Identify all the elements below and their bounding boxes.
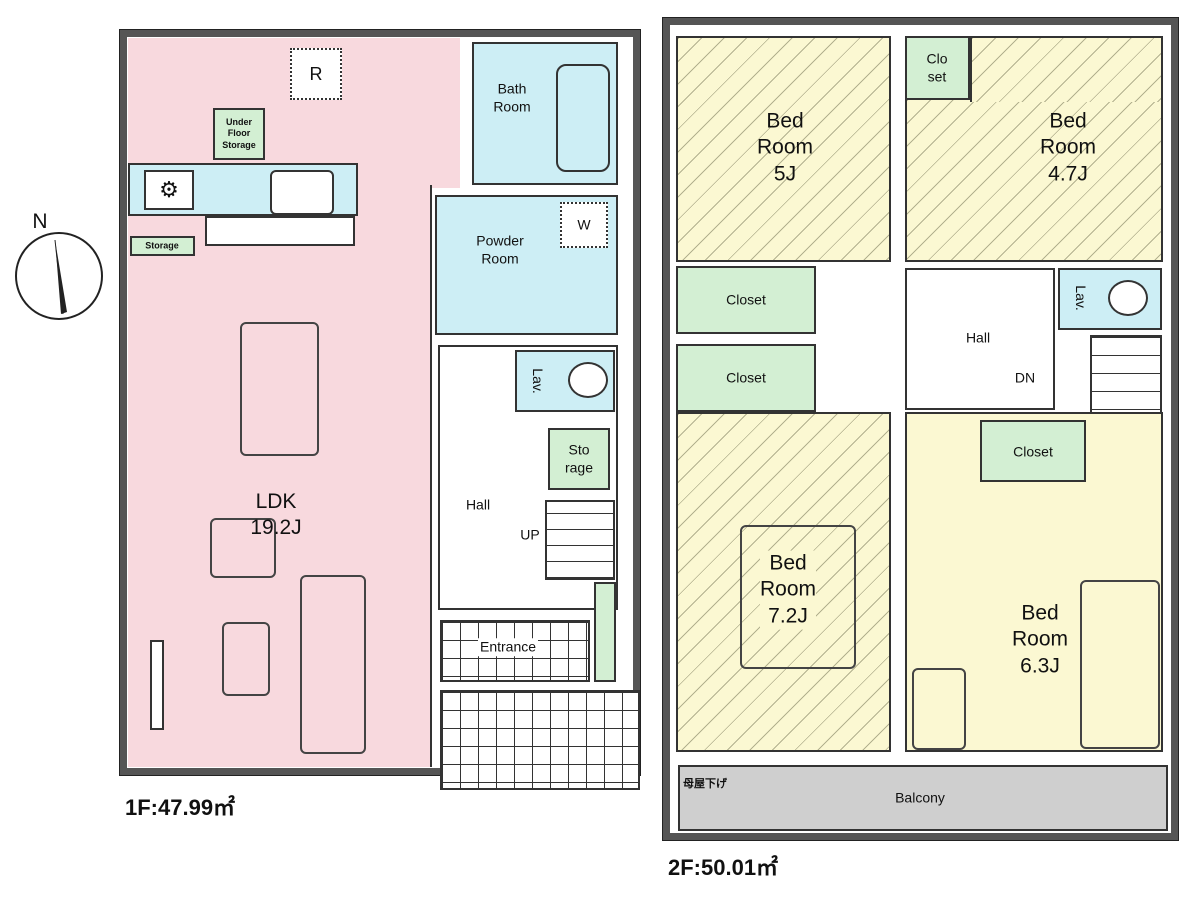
bed-room-6-3j-label: Bed Room 6.3J — [1011, 601, 1069, 678]
closet-1-label: Closet — [726, 291, 766, 308]
storage-1f-label: Sto rage — [564, 441, 594, 476]
lavatory-2f-label: Lav. — [1072, 285, 1089, 311]
hall-1f-label: Hall — [465, 496, 491, 513]
fridge-space — [290, 48, 342, 100]
storage-small — [130, 236, 195, 256]
porch — [440, 690, 640, 790]
shoe-cabinet — [594, 582, 616, 682]
closet-1 — [676, 266, 816, 334]
sofa — [300, 575, 366, 754]
closet-3-label: Closet — [1013, 443, 1053, 460]
closet-top-label: Clo set — [926, 50, 948, 85]
bed-room-4-7j — [905, 100, 1163, 262]
stairs-up-label: UP — [520, 526, 540, 543]
closet-top — [905, 36, 970, 100]
sofa-table — [210, 518, 276, 578]
roof-note-label: 母屋下げ — [683, 778, 727, 791]
bed-room-4-7j-label: Bed Room 4.7J — [1039, 109, 1097, 186]
bed-room-5j-label: Bed Room 5J — [756, 109, 814, 186]
ldk-room-main — [128, 185, 432, 767]
washer-label: W — [577, 216, 591, 233]
ldk-label: LDK 19.2J — [250, 489, 302, 539]
dining-table — [240, 322, 319, 456]
floor-2-area: 2F:50.01㎡ — [668, 855, 779, 880]
balcony-label: Balcony — [895, 789, 945, 806]
bed-room-7-2j-label: Bed Room 7.2J — [759, 550, 817, 630]
washer-space — [560, 202, 608, 248]
counter-back — [205, 216, 355, 246]
sink — [270, 170, 334, 215]
hall-2f-label: Hall — [965, 329, 991, 346]
floor-1-area: 1F:47.99㎡ — [125, 795, 236, 820]
tv — [150, 640, 164, 730]
entrance-label: Entrance — [477, 638, 539, 656]
lavatory-1f-label: Lav. — [529, 368, 546, 394]
closet-2 — [676, 344, 816, 412]
fridge-label: R — [309, 63, 323, 84]
compass — [15, 232, 103, 320]
storage-small-label: Storage — [145, 240, 179, 251]
stove: ⚙ — [144, 170, 194, 210]
closet-2-label: Closet — [726, 369, 766, 386]
compass-north-label: N — [32, 209, 48, 233]
tv-stand — [222, 622, 270, 696]
stairs-down-label: DN — [1014, 369, 1036, 386]
bed-room-4-7j-top — [970, 36, 1163, 102]
bed-6-3j — [1080, 580, 1160, 749]
hall-2f — [905, 268, 1055, 410]
underfloor-storage — [213, 108, 265, 160]
toilet-1f — [568, 362, 608, 398]
stairs-1f — [545, 500, 615, 580]
bathtub — [556, 64, 610, 172]
bed-7-2j — [740, 525, 856, 669]
storage-1f — [548, 428, 610, 490]
desk-6-3j — [912, 668, 966, 750]
north-arrow-icon — [54, 239, 67, 315]
closet-3 — [980, 420, 1086, 482]
bed-room-5j — [676, 36, 891, 262]
powder-room-label: Powder Room — [476, 232, 524, 267]
toilet-2f — [1108, 280, 1148, 316]
balcony — [678, 765, 1168, 831]
bath-room-label: Bath Room — [493, 80, 531, 115]
underfloor-storage-label: Under Floor Storage — [222, 117, 256, 150]
